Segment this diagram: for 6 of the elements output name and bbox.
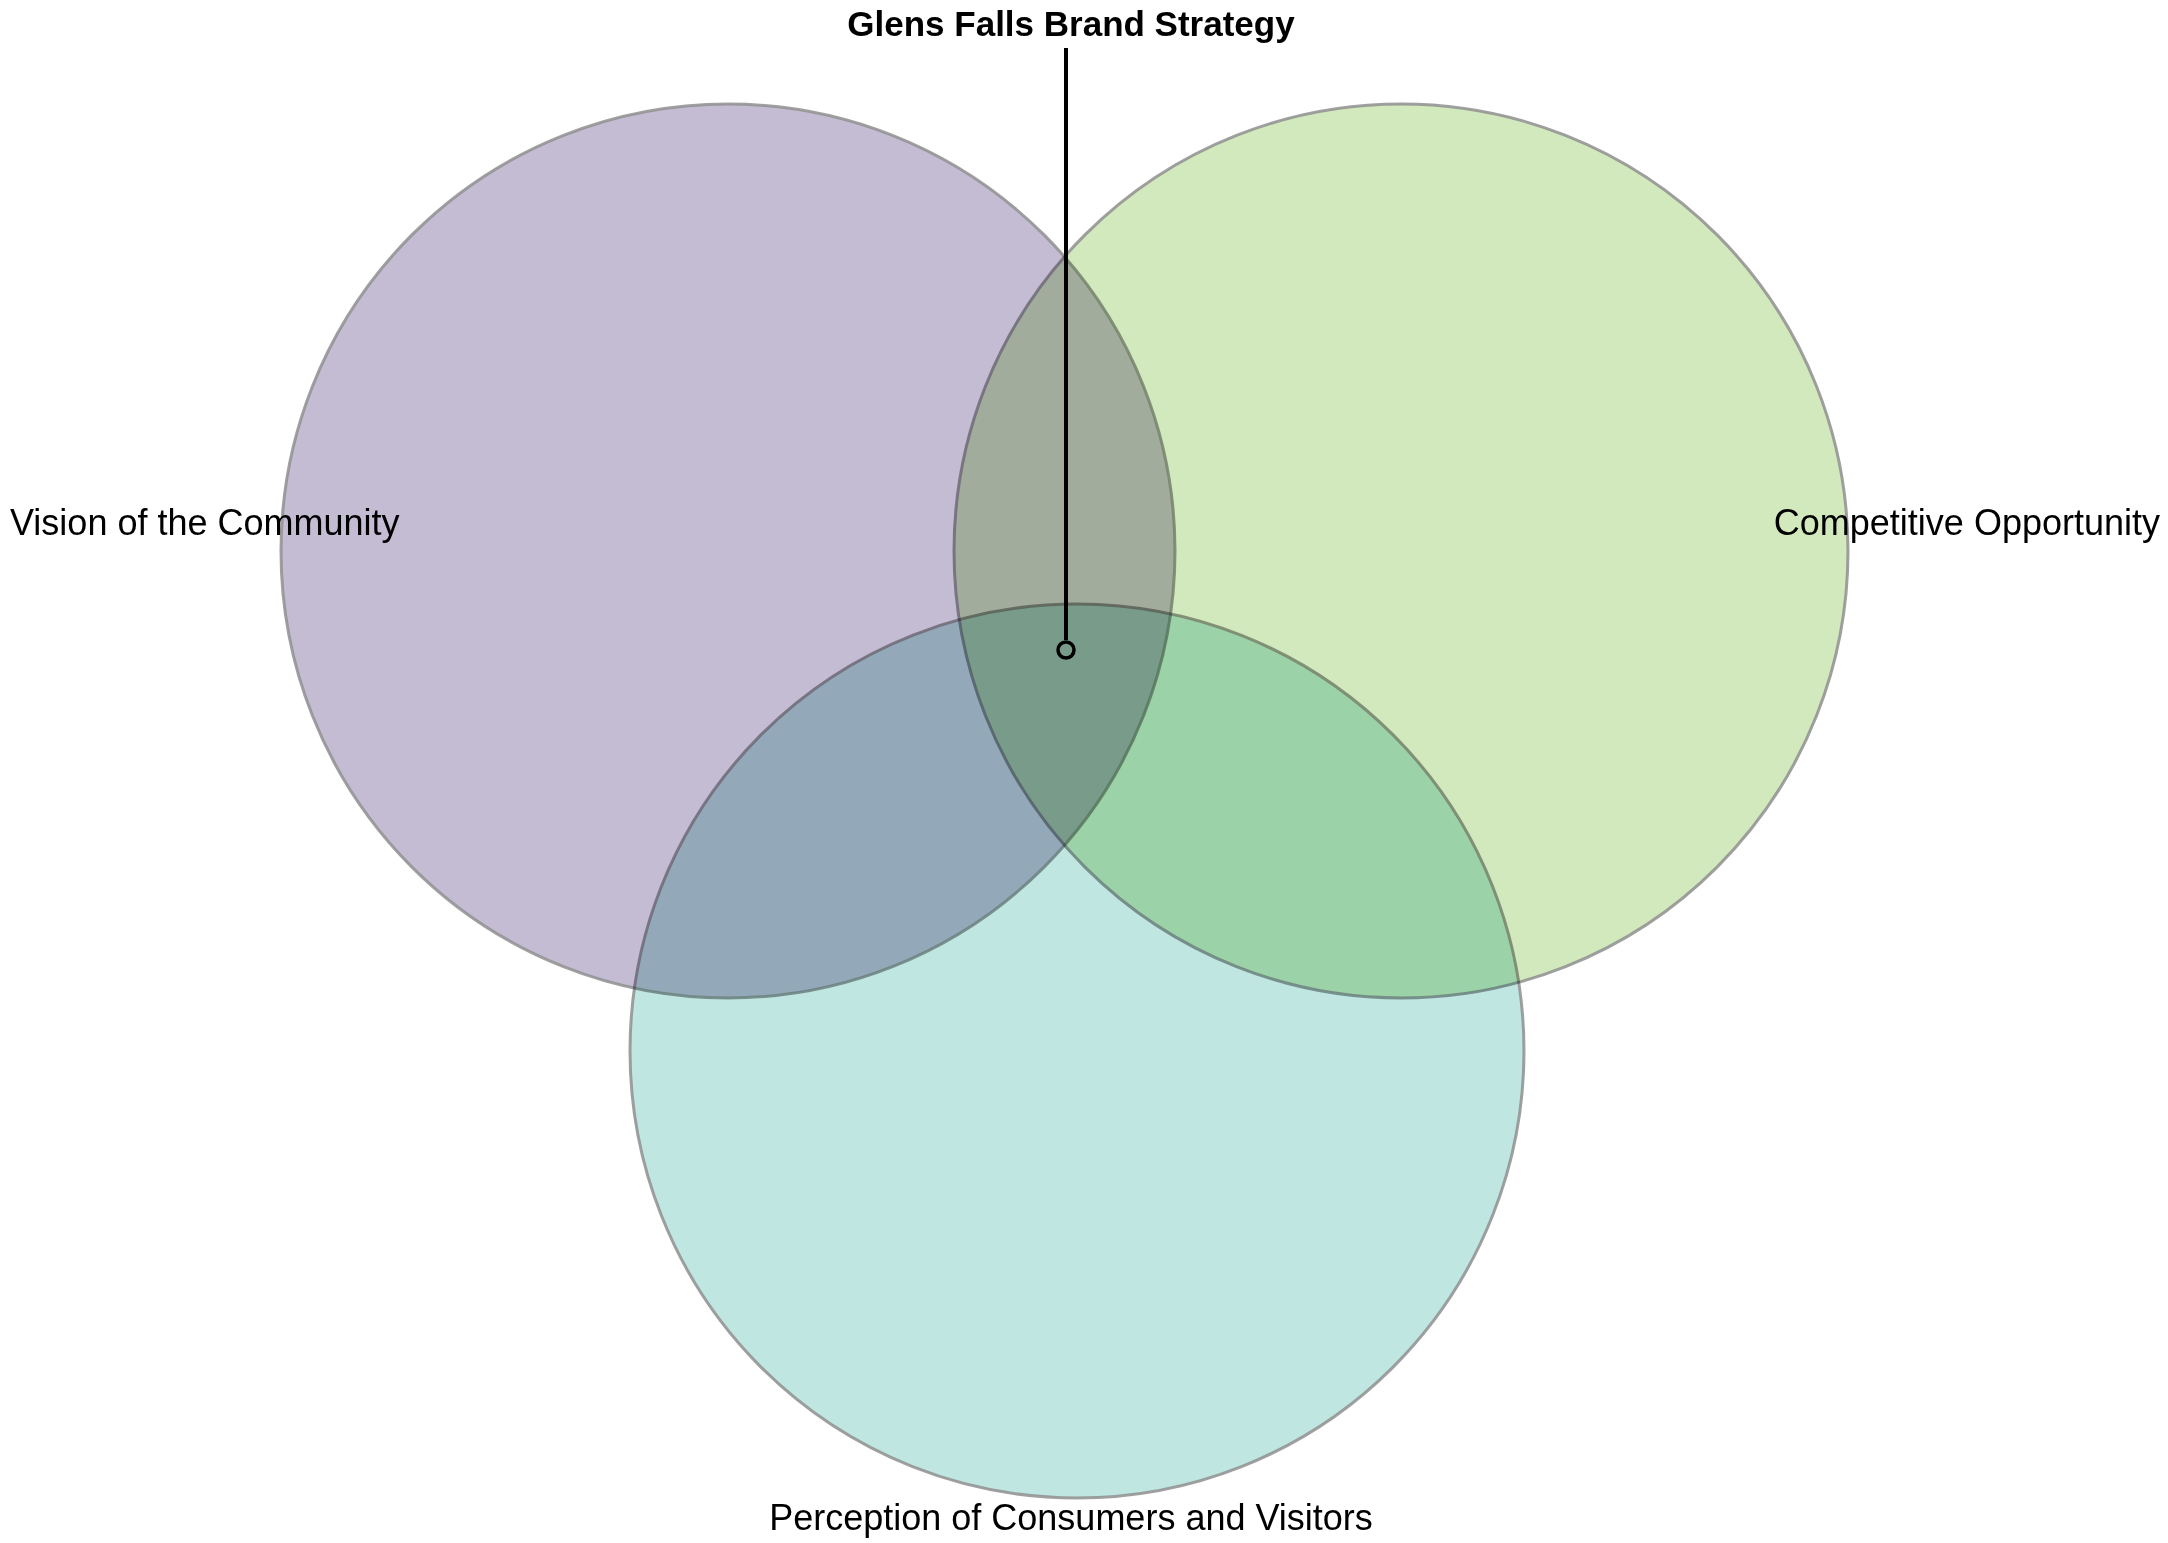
circle-label: Vision of the Community bbox=[10, 505, 400, 541]
point-marker bbox=[1056, 640, 1076, 660]
circle-label: Competitive Opportunity bbox=[1773, 505, 2160, 541]
title-label: Glens Falls Brand Strategy bbox=[847, 4, 1295, 44]
leader-line bbox=[1064, 48, 1068, 640]
circle-label: Perception of Consumers and Visitors bbox=[769, 1500, 1373, 1536]
